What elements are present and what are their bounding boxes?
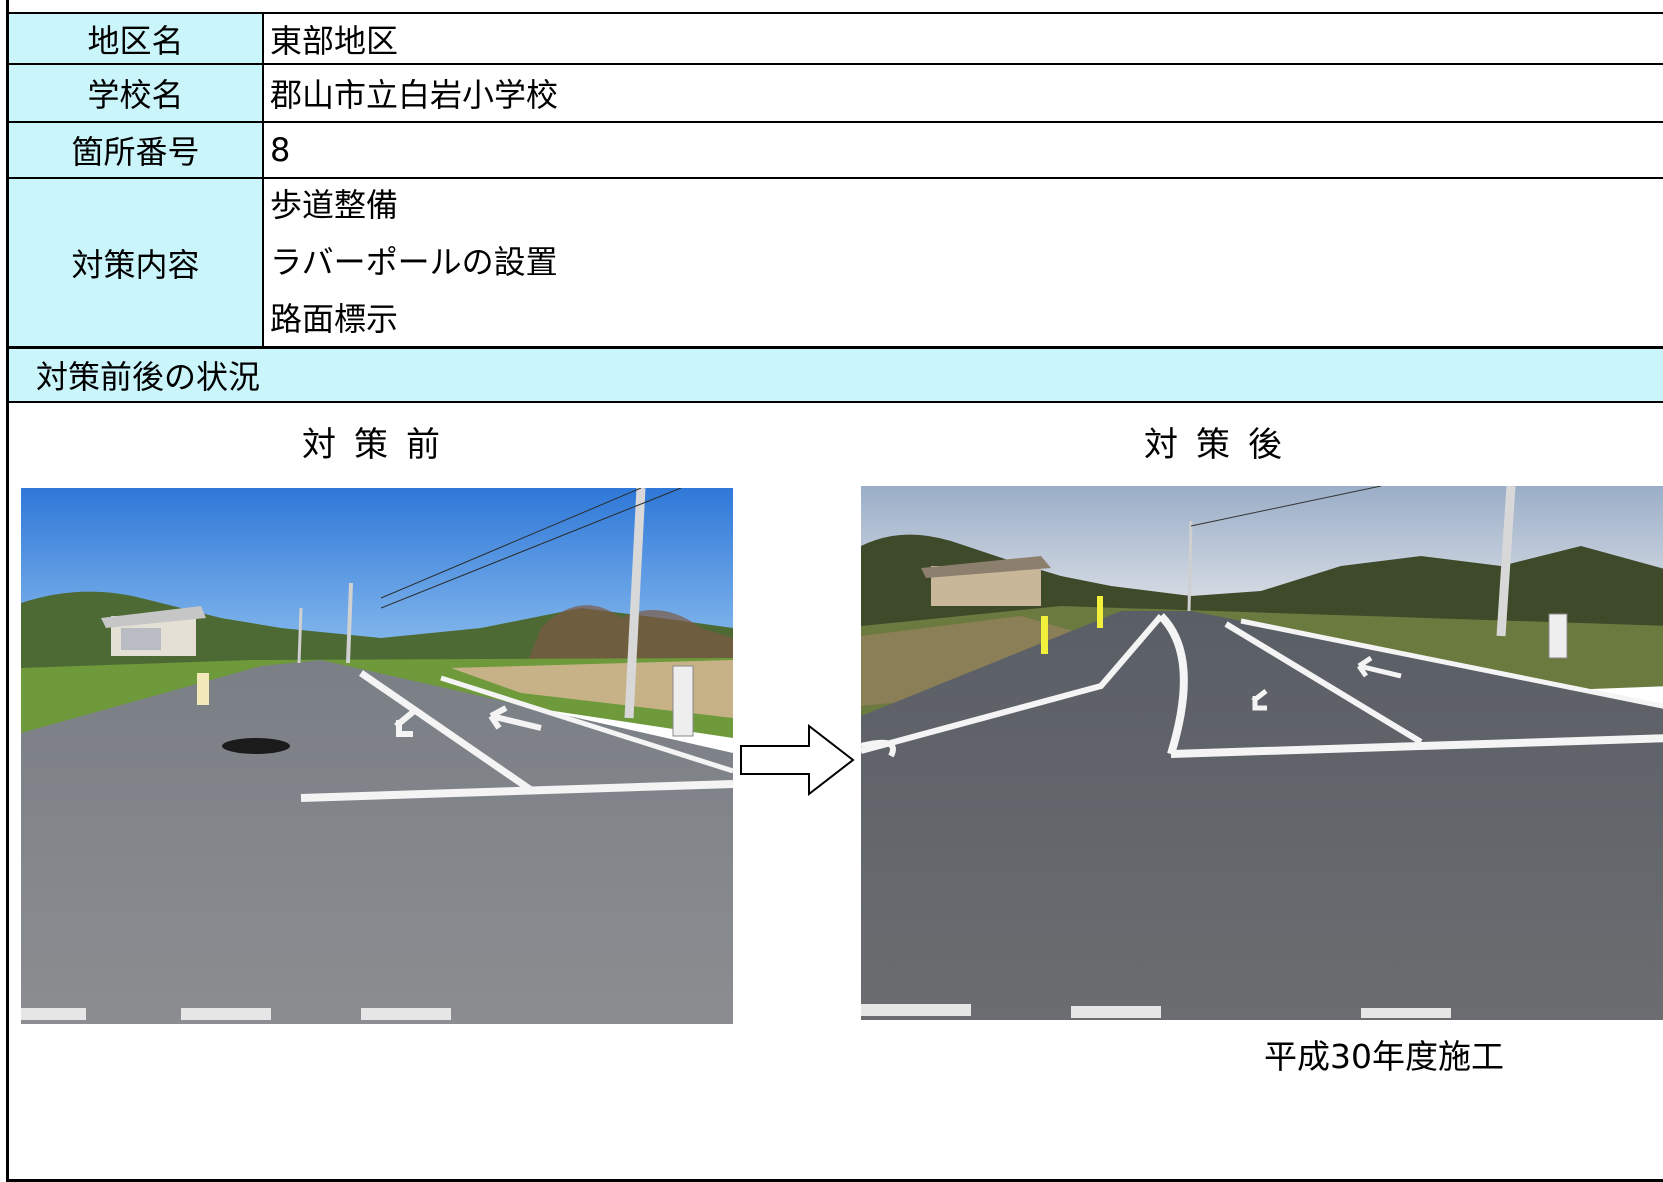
measure-item: ラバーポールの設置 [270, 243, 558, 281]
location-value: 8 [270, 131, 291, 169]
school-value: 郡山市立白岩小学校 [270, 76, 559, 114]
district-row: 地区名 東部地区 [9, 12, 1663, 63]
section-header: 対策前後の状況 [9, 346, 1663, 403]
district-value: 東部地区 [270, 21, 399, 60]
measure-item: 路面標示 [270, 300, 399, 338]
location-label: 箇所番号 [9, 123, 264, 177]
completion-note: 平成30年度施工 [1264, 1037, 1504, 1076]
measures-row: 対策内容 歩道整備 ラバーポールの設置 路面標示 [9, 177, 1663, 346]
school-label: 学校名 [9, 65, 264, 121]
before-photo [21, 488, 733, 1024]
survey-sheet: 地区名 東部地区 学校名 郡山市立白岩小学校 箇所番号 8 対策内容 歩道整備 … [6, 0, 1663, 1182]
before-caption: 対策前 [302, 425, 458, 465]
measures-label: 対策内容 [9, 179, 264, 346]
measures-list: 歩道整備 ラバーポールの設置 路面標示 [266, 179, 1663, 346]
top-strip [9, 0, 1663, 12]
measure-item: 歩道整備 [270, 186, 399, 224]
school-row: 学校名 郡山市立白岩小学校 [9, 63, 1663, 121]
district-label: 地区名 [9, 14, 264, 63]
after-caption: 対策後 [1144, 425, 1300, 465]
after-photo [861, 486, 1663, 1020]
arrow-right-icon [740, 724, 855, 796]
location-row: 箇所番号 8 [9, 121, 1663, 177]
